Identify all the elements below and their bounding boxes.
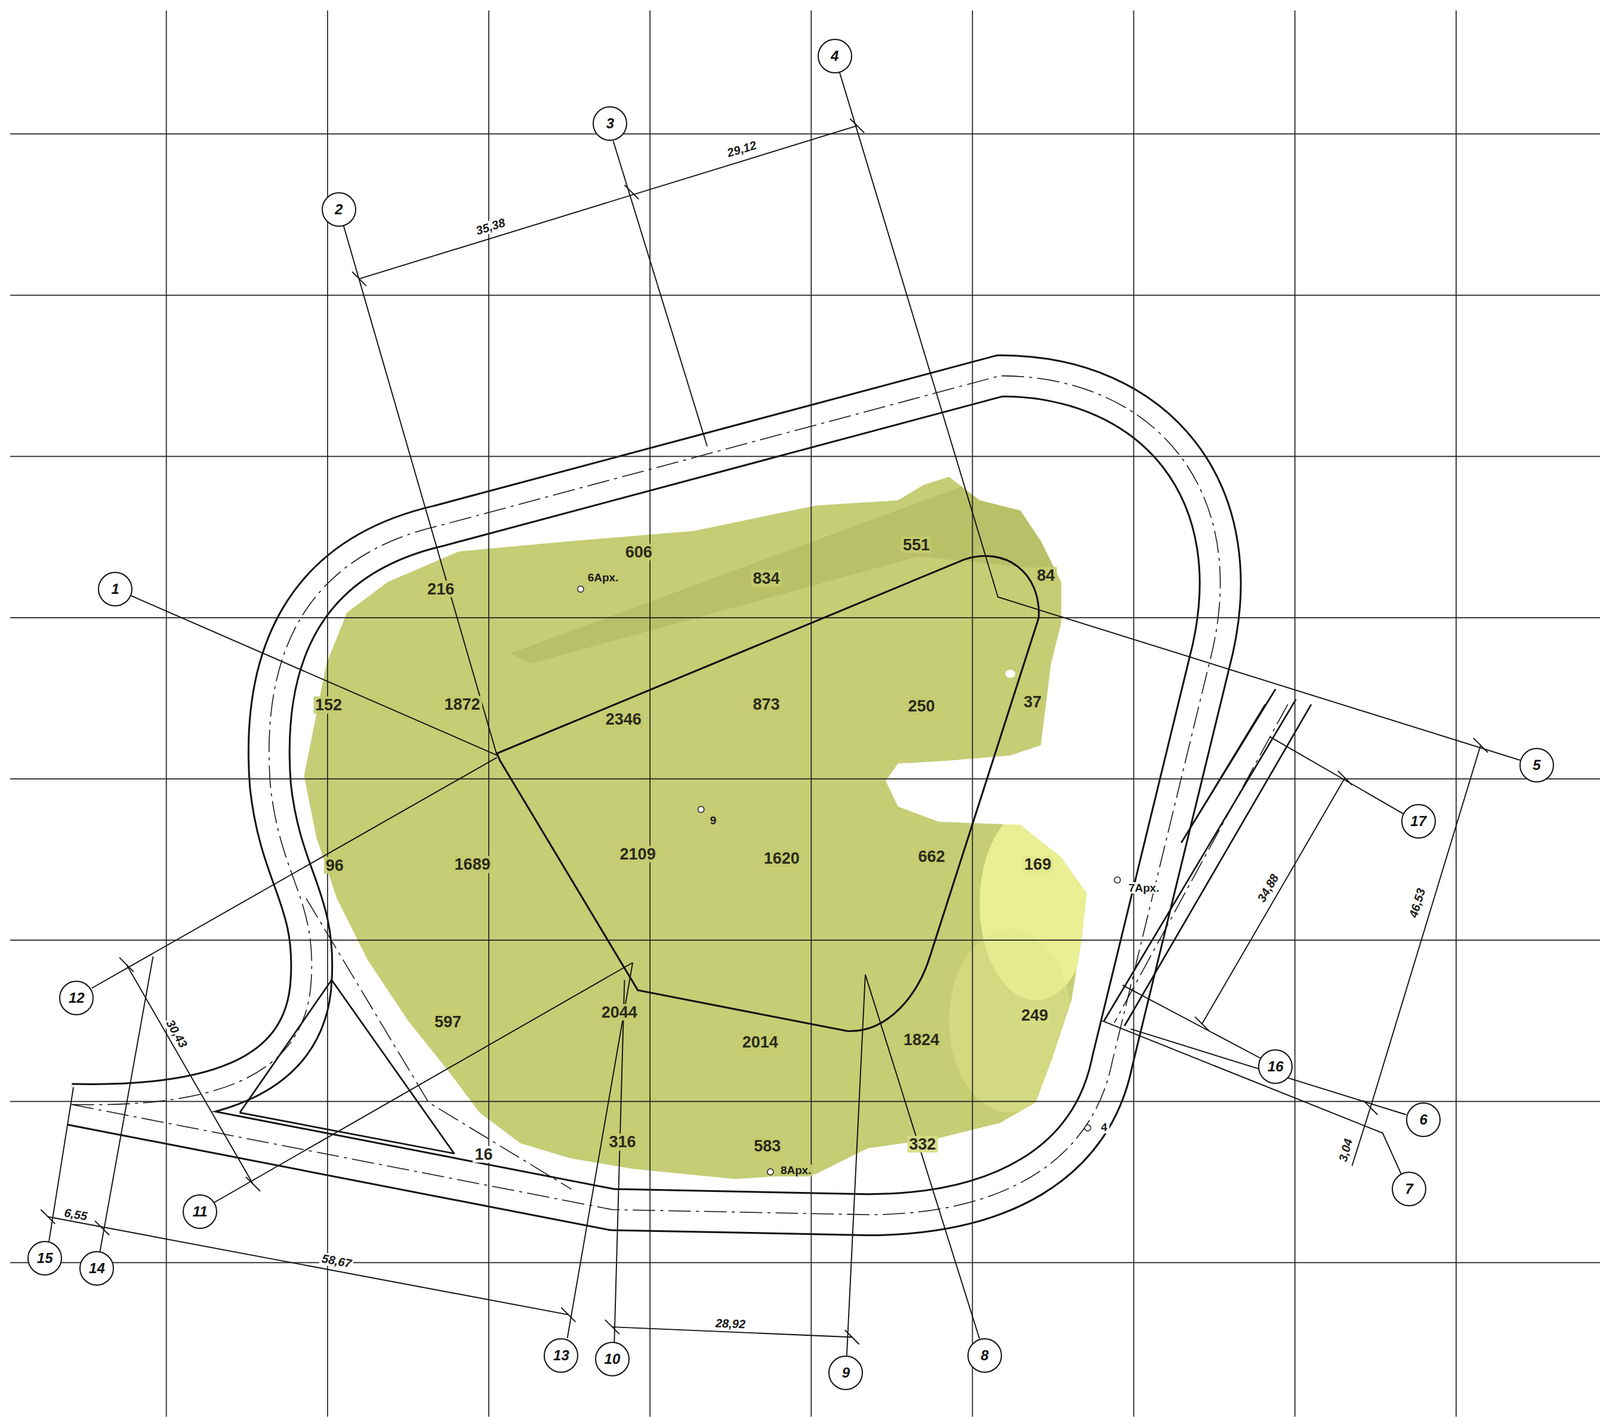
callout-text: 10 — [604, 1350, 621, 1368]
section-line — [131, 225, 498, 755]
volume-value: 606 — [623, 543, 655, 561]
callout-number: 2 — [321, 192, 357, 227]
volume-value: 216 — [425, 580, 456, 597]
volume-value: 84 — [1035, 566, 1057, 584]
survey-point-name: 4 — [1099, 1121, 1110, 1134]
volume-value: 2346 — [603, 710, 644, 728]
volume-value: 873 — [751, 695, 782, 713]
callout-number: 4 — [817, 38, 853, 74]
volume-value: 1689 — [452, 855, 493, 873]
callout-number: 11 — [182, 1194, 218, 1229]
dimension-value: 58,67 — [319, 1252, 355, 1271]
section-line — [839, 72, 1521, 761]
volume-value: 597 — [432, 1012, 464, 1030]
volume-value: 1872 — [442, 695, 483, 713]
dimension-lines — [40, 118, 1488, 1344]
volume-value: 1620 — [762, 849, 802, 867]
volume-value: 37 — [1021, 693, 1044, 711]
callout-text: 12 — [68, 989, 85, 1007]
callout-text: 1 — [111, 580, 120, 598]
haul-road — [71, 375, 1312, 1215]
callout-number: 10 — [595, 1341, 630, 1377]
volume-value: 1824 — [901, 1031, 942, 1048]
dimension-value: 46,53 — [1406, 885, 1429, 921]
callout-number: 7 — [1391, 1171, 1427, 1207]
callout-number: 8 — [967, 1338, 1003, 1373]
dimension-value: 3,04 — [1336, 1135, 1356, 1165]
volume-value: 169 — [1022, 855, 1053, 873]
callout-text: 14 — [88, 1259, 106, 1277]
callout-text: 13 — [553, 1346, 570, 1364]
excavation-area — [304, 476, 1093, 1179]
callout-number: 6 — [1406, 1102, 1441, 1137]
pit-bottom — [497, 555, 1040, 1031]
volume-value: 551 — [901, 536, 932, 554]
volume-value: 2044 — [599, 1003, 640, 1021]
callout-text: 4 — [830, 47, 839, 65]
callout-number: 17 — [1401, 803, 1436, 839]
volume-value: 2014 — [740, 1033, 781, 1051]
volume-value: 250 — [905, 697, 937, 715]
survey-point-name: 9 — [708, 814, 719, 827]
callout-text: 6 — [1419, 1111, 1428, 1128]
callout-number: 16 — [1258, 1049, 1293, 1084]
volume-value: 332 — [907, 1135, 938, 1153]
dimension-value: 29,12 — [723, 138, 760, 160]
callout-number: 3 — [592, 106, 628, 141]
callout-text: 17 — [1410, 812, 1427, 830]
callout-number: 13 — [543, 1338, 579, 1373]
callout-text: 2 — [334, 201, 343, 218]
dimension-value: 28,92 — [713, 1316, 748, 1331]
section-lines — [48, 140, 1407, 1342]
callout-text: 9 — [842, 1364, 850, 1381]
survey-point-name: 8Арх. — [778, 1164, 814, 1177]
callout-number: 12 — [59, 980, 94, 1016]
volume-value: 152 — [313, 696, 344, 714]
volume-value: 834 — [751, 569, 782, 587]
grid — [10, 10, 1600, 1417]
survey-point-name: 7Арх. — [1126, 882, 1162, 894]
callout-number: 14 — [79, 1250, 114, 1286]
survey-point-name: 6Арх. — [586, 571, 621, 584]
callout-text: 7 — [1405, 1180, 1414, 1198]
dimension-value: 34,88 — [1254, 870, 1282, 906]
callout-text: 5 — [1532, 756, 1541, 774]
callout-number: 1 — [97, 571, 133, 607]
callout-number: 5 — [1519, 747, 1555, 783]
volume-value: 16 — [472, 1145, 495, 1163]
callout-number: 9 — [828, 1355, 863, 1390]
volume-value: 662 — [916, 847, 948, 865]
volume-value: 2109 — [618, 845, 658, 863]
callout-text: 3 — [606, 115, 615, 132]
callout-text: 11 — [192, 1203, 208, 1220]
volume-value: 249 — [1019, 1006, 1050, 1024]
callout-number: 15 — [27, 1240, 63, 1276]
volume-value: 583 — [751, 1137, 783, 1155]
section-line — [846, 974, 980, 1356]
callout-text: 15 — [37, 1249, 54, 1267]
callout-text: 16 — [1267, 1058, 1284, 1075]
callout-text: 8 — [980, 1346, 989, 1364]
volume-value: 96 — [324, 856, 346, 874]
volume-value: 316 — [606, 1133, 638, 1151]
survey-points — [577, 586, 1121, 1176]
